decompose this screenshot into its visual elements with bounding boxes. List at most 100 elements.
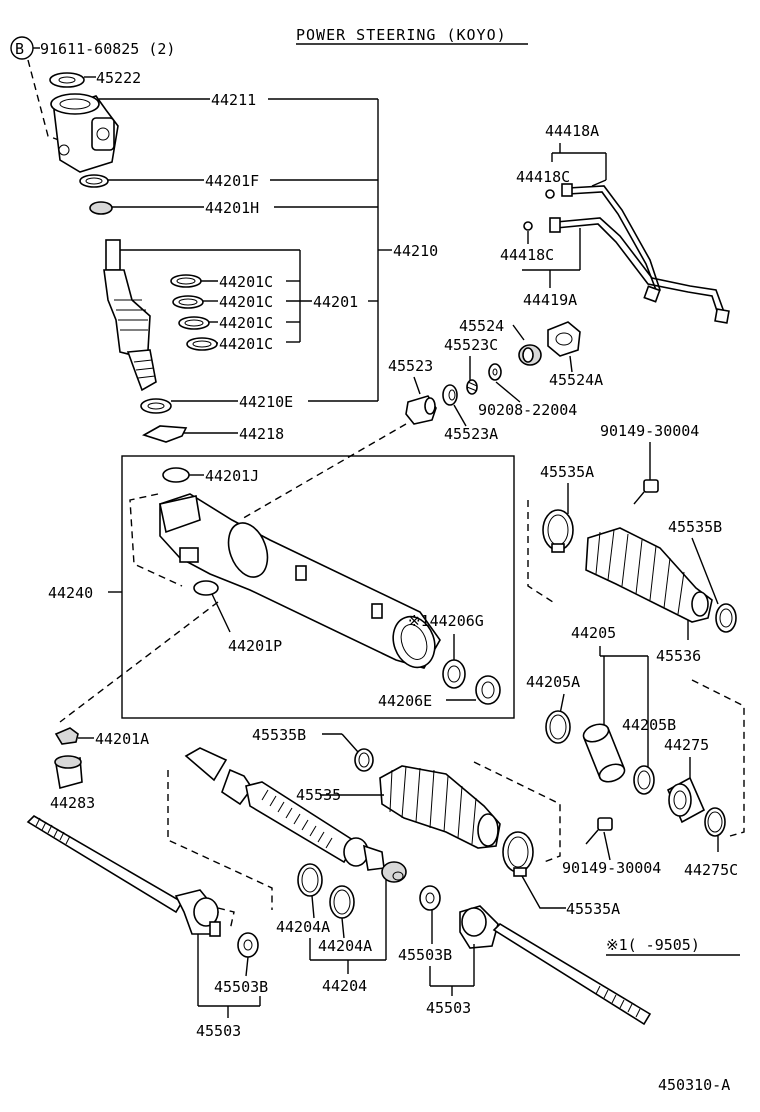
part-44201C-seal-4	[186, 337, 218, 351]
part-90149-screw-bottom	[585, 817, 613, 845]
label-45524A: 45524A	[549, 371, 603, 389]
part-44418C-washer-1	[545, 189, 555, 199]
housing-assembly-box	[121, 455, 515, 719]
part-90208-washer	[488, 363, 502, 381]
diagram-title: POWER STEERING (KOYO)	[296, 26, 507, 44]
label-44218: 44218	[239, 425, 284, 443]
part-45503-tie-rod-right	[459, 905, 652, 1026]
label-45503-left: 45503	[196, 1022, 241, 1040]
label-45535A-bottom: 45535A	[566, 900, 620, 918]
label-45523C: 45523C	[444, 336, 498, 354]
label-44201C-2: 44201C	[219, 293, 273, 311]
footnote-date-range: ※1( -9505)	[606, 936, 700, 954]
bolt-marker-b: B	[10, 36, 34, 60]
label-90149-30004-bottom: 90149-30004	[562, 859, 661, 877]
part-44204-steering-rack	[184, 747, 407, 883]
label-45503B-right: 45503B	[398, 946, 452, 964]
label-44205: 44205	[571, 624, 616, 642]
label-91611-60825: 91611-60825 (2)	[40, 40, 175, 58]
part-45536-boot	[585, 527, 713, 623]
label-44201J: 44201J	[205, 467, 259, 485]
label-45222: 45222	[96, 69, 141, 87]
label-44201H: 44201H	[205, 199, 259, 217]
part-44418C-washer-2	[523, 221, 533, 231]
label-45524: 45524	[459, 317, 504, 335]
label-45523A: 45523A	[444, 425, 498, 443]
part-44419A-return-tube	[549, 217, 730, 324]
label-44204: 44204	[322, 977, 367, 995]
label-45535B-top: 45535B	[668, 518, 722, 536]
part-44205-rack-bushing	[582, 723, 626, 783]
label-45536: 45536	[656, 647, 701, 665]
part-44210E-bearing	[140, 398, 172, 414]
part-44201A-seal	[54, 727, 79, 745]
part-44201C-seal-2	[172, 295, 204, 309]
part-90149-screw-top	[633, 479, 659, 505]
part-45524-adjusting-screw	[518, 344, 542, 366]
label-44240: 44240	[48, 584, 93, 602]
label-44418C-2: 44418C	[500, 246, 554, 264]
label-45503-right: 45503	[426, 999, 471, 1017]
label-44201C-1: 44201C	[219, 273, 273, 291]
part-45503-tie-rod-left	[26, 814, 221, 937]
label-44201: 44201	[313, 293, 358, 311]
label-45535A-top: 45535A	[540, 463, 594, 481]
diagram-code: 450310-A	[658, 1076, 730, 1094]
label-44210: 44210	[393, 242, 438, 260]
part-45503B-boot-right	[419, 885, 441, 911]
part-45535A-clamp-top	[542, 509, 574, 553]
label-44206G: ※144206G	[408, 612, 484, 630]
label-44204A-2: 44204A	[318, 937, 372, 955]
label-44211: 44211	[211, 91, 256, 109]
part-44206E-bushing	[475, 675, 501, 705]
part-44201P-seal	[193, 580, 219, 596]
part-44201J-seal	[162, 467, 190, 483]
label-44201F: 44201F	[205, 172, 259, 190]
part-45535B-clamp-top	[715, 603, 737, 633]
part-44283-end-cap	[54, 755, 83, 790]
part-44201H-seal	[89, 201, 113, 215]
part-45523C-spring	[466, 379, 478, 395]
part-45222-gasket	[49, 72, 85, 88]
part-45535B-clamp-bottom	[354, 748, 374, 772]
part-45535A-clamp-bottom	[502, 831, 534, 877]
part-44201C-seal-1	[170, 274, 202, 288]
label-44204A-1: 44204A	[276, 918, 330, 936]
label-45503B-left: 45503B	[214, 978, 268, 996]
label-44283: 44283	[50, 794, 95, 812]
part-control-valve-pinion	[103, 239, 157, 392]
label-44201A: 44201A	[95, 730, 149, 748]
part-44240-rack-housing	[159, 493, 441, 669]
part-44218-gasket	[142, 425, 188, 443]
part-44275-end-stopper	[666, 776, 706, 824]
svg-text:B: B	[15, 40, 24, 58]
part-45503B-boot-left	[237, 932, 259, 958]
label-44206E: 44206E	[378, 692, 432, 710]
label-45523: 45523	[388, 357, 433, 375]
part-45524A-lock-nut	[547, 321, 581, 357]
part-44418A-pressure-tube	[561, 183, 661, 303]
part-45523A-spring-cap	[442, 384, 458, 406]
label-44210E: 44210E	[239, 393, 293, 411]
label-44205B: 44205B	[622, 716, 676, 734]
part-44201C-seal-3	[178, 316, 210, 330]
part-44211-gear-housing	[50, 93, 119, 173]
label-44201C-3: 44201C	[219, 314, 273, 332]
label-44201P: 44201P	[228, 637, 282, 655]
part-45535-boot	[379, 765, 501, 849]
label-45535B-bottom: 45535B	[252, 726, 306, 744]
label-90149-30004-top: 90149-30004	[600, 422, 699, 440]
part-44201F-bearing	[79, 174, 109, 188]
label-45535: 45535	[296, 786, 341, 804]
part-44206G-bushing	[442, 659, 466, 689]
label-44418A: 44418A	[545, 122, 599, 140]
label-44419A: 44419A	[523, 291, 577, 309]
label-44275C: 44275C	[684, 861, 738, 879]
part-45523-rack-guide	[405, 395, 437, 425]
part-44205B-ring	[633, 765, 655, 795]
label-44418C-1: 44418C	[516, 168, 570, 186]
label-44201C-4: 44201C	[219, 335, 273, 353]
label-44205A: 44205A	[526, 673, 580, 691]
label-44275: 44275	[664, 736, 709, 754]
